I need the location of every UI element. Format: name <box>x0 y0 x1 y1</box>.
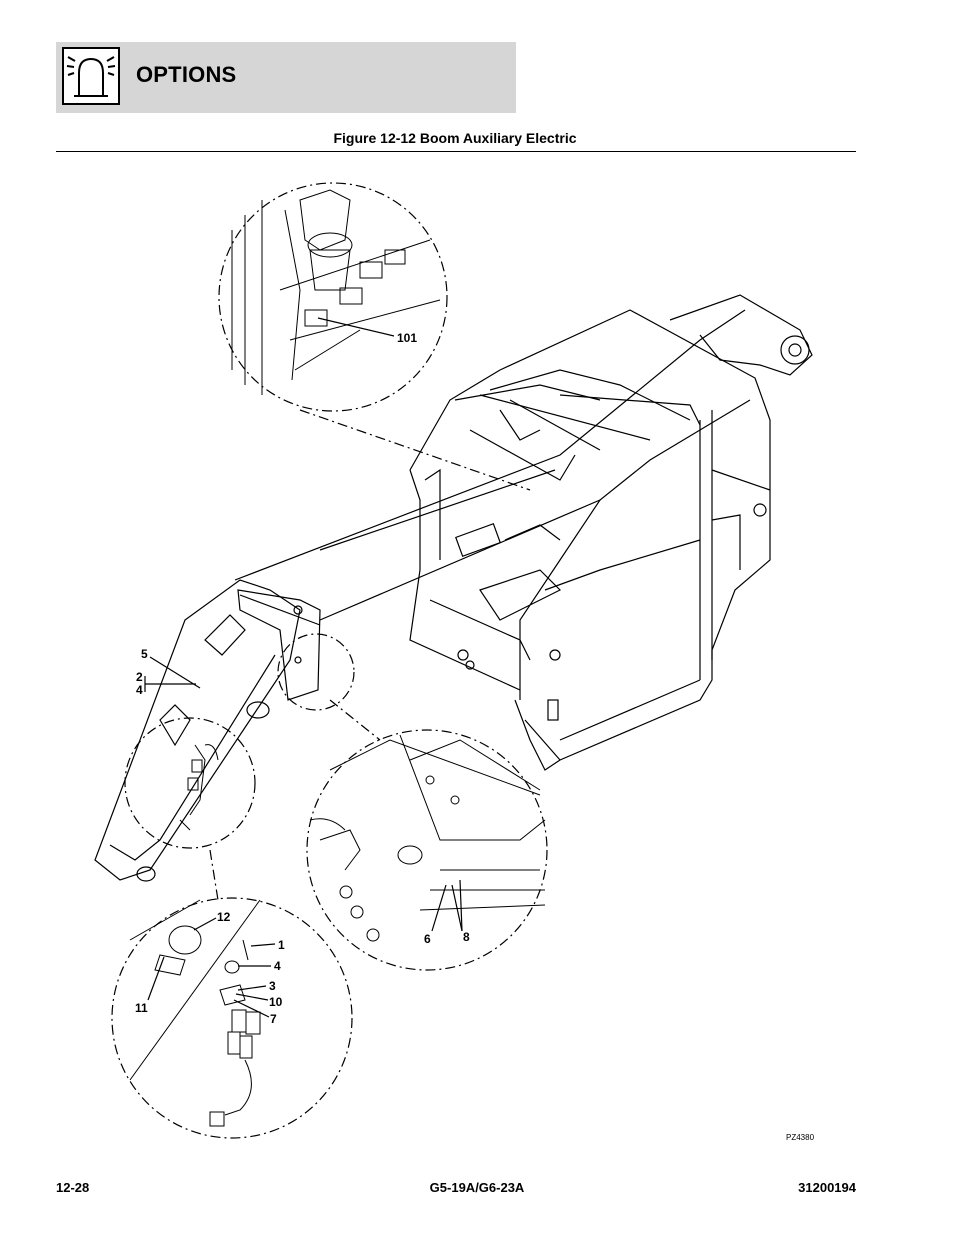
callout-2: 2 <box>136 670 143 684</box>
detail-circle-connector <box>111 897 353 1139</box>
beacon-light-icon <box>62 47 120 105</box>
section-title: OPTIONS <box>136 62 237 87</box>
detail-circle-boom-left <box>124 717 256 849</box>
detail-circle-under-cab <box>306 729 548 971</box>
callout-1: 1 <box>278 938 285 952</box>
manual-number: 31200194 <box>798 1180 856 1195</box>
callout-8: 8 <box>463 930 470 944</box>
callout-12: 12 <box>217 910 231 924</box>
callout-6: 6 <box>424 932 431 946</box>
callout-7: 7 <box>270 1012 277 1026</box>
model-number: G5-19A/G6-23A <box>429 1180 525 1195</box>
callout-3: 3 <box>269 979 276 993</box>
callout-10: 10 <box>269 995 283 1009</box>
callout-11: 11 <box>135 1001 148 1015</box>
header-rule <box>56 151 856 152</box>
figure-title: Figure 12-12 Boom Auxiliary Electric <box>333 130 577 146</box>
callout-4-connector: 4 <box>274 959 281 973</box>
drawing-id: PZ4380 <box>786 1133 815 1142</box>
callout-4-boom: 4 <box>136 683 143 697</box>
header-band <box>56 42 516 113</box>
callout-101: 101 <box>397 331 417 345</box>
detail-circle-joystick <box>218 182 448 412</box>
callout-5: 5 <box>141 647 148 661</box>
page-number: 12-28 <box>56 1180 90 1195</box>
